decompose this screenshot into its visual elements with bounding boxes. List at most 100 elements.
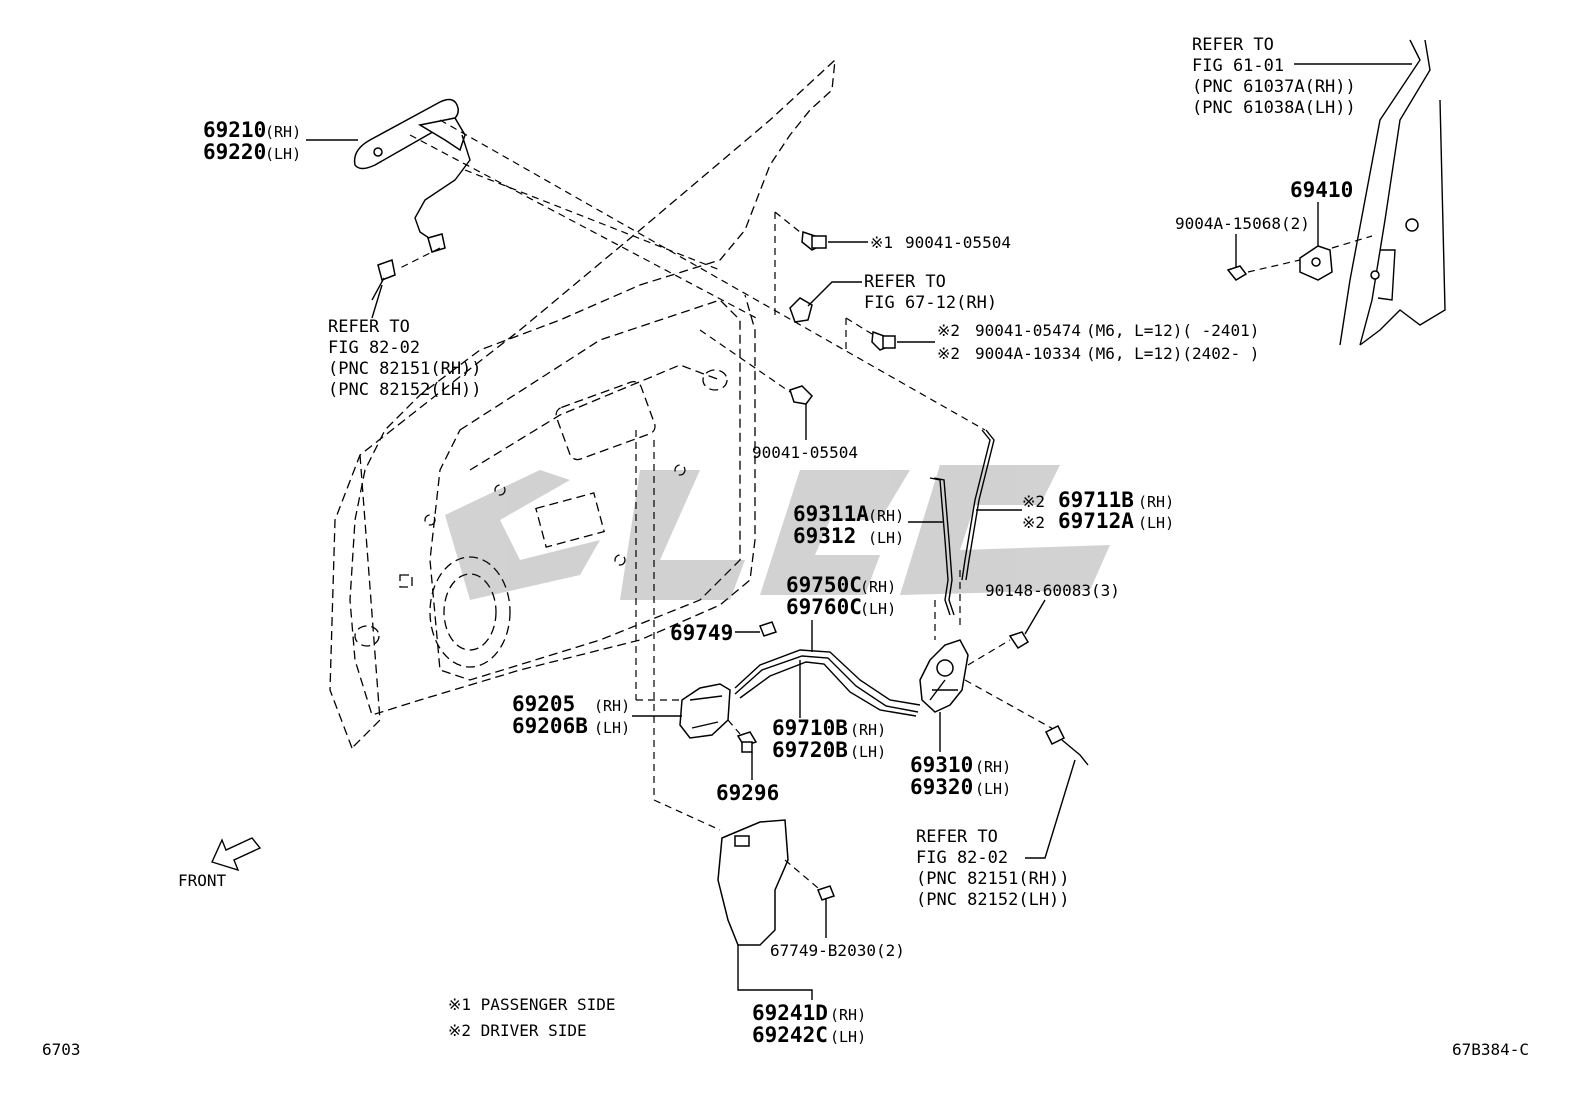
side-rh-suffix: (RH)	[975, 758, 1011, 776]
lower-connector-part	[1025, 724, 1089, 859]
side-lh-suffix: (LH)	[1138, 514, 1174, 532]
ref-line: FIG 61-01	[1192, 56, 1284, 76]
bolt-90041-05474	[871, 330, 935, 351]
screw-90148-part	[1008, 599, 1046, 650]
side-rh-suffix: (RH)	[860, 578, 896, 596]
note-mark: ※2	[937, 321, 960, 340]
cables-part	[734, 620, 921, 718]
part-number-69311a: 69311A	[793, 502, 869, 526]
part-number-69210: 69210	[203, 118, 266, 142]
part-number-69312: 69312	[793, 524, 856, 548]
part-number-69410: 69410	[1290, 178, 1353, 202]
screw-69296-part	[736, 731, 758, 780]
label-cover-69241: 69241D (RH) 69242C (LH)	[752, 1001, 866, 1047]
part-number-9004a-15068: 9004A-15068(2)	[1175, 214, 1310, 233]
ref-line: (PNC 82152(LH))	[328, 380, 482, 400]
part-number-67749-b2030: 67749-B2030(2)	[770, 941, 905, 960]
inner-handle-part	[632, 683, 731, 739]
ref-line: (PNC 82151(RH))	[328, 359, 482, 379]
label-bolt-90041-05474: ※2 90041-05474 (M6, L=12)( -2401)	[937, 321, 1259, 340]
side-lh-suffix: (LH)	[830, 1028, 866, 1046]
bolt-90041-05504-top	[801, 230, 868, 251]
label-rod-69711: ※2 69711B (RH) ※2 69712A (LH)	[1022, 488, 1174, 533]
ref-line: (PNC 61037A(RH))	[1192, 77, 1356, 97]
watermark-logo	[445, 465, 1110, 600]
bolt-90041-05504-mid	[789, 385, 813, 440]
part-number-69241d: 69241D	[752, 1001, 828, 1025]
note-mark: ※2	[937, 344, 960, 363]
label-inner-handle: 69205 (RH) 69206B (LH)	[512, 692, 630, 738]
side-rh-suffix: (RH)	[850, 721, 886, 739]
side-lh-suffix: (LH)	[265, 145, 301, 163]
part-number-9004a-10334: 9004A-10334	[975, 344, 1081, 363]
note-mark: ※2	[1022, 492, 1045, 511]
rod-69311	[908, 477, 955, 616]
side-rh-suffix: (RH)	[868, 507, 904, 525]
part-spec: (M6, L=12)( -2401)	[1086, 321, 1259, 340]
clip-69749-part	[735, 621, 777, 637]
part-number-69310: 69310	[910, 753, 973, 777]
part-number-69320: 69320	[910, 775, 973, 799]
part-number-90148-60083: 90148-60083(3)	[985, 581, 1120, 600]
ref-line: REFER TO	[864, 272, 946, 292]
bracket-ref-67-12	[789, 281, 862, 323]
note-mark: ※1	[870, 233, 893, 252]
label-bolt-90041-05504-top: ※1 90041-05504	[870, 233, 1011, 252]
door-panel-outline	[329, 58, 836, 749]
striker-bolt-part	[1226, 234, 1248, 281]
side-rh-suffix: (RH)	[265, 123, 301, 141]
label-lock-69310: 69310 (RH) 69320 (LH)	[910, 753, 1011, 799]
b-pillar-part	[1294, 39, 1446, 346]
ref-line: FIG 82-02	[916, 848, 1008, 868]
part-number-69749: 69749	[670, 621, 733, 645]
part-number-69242c: 69242C	[752, 1023, 828, 1047]
part-number-69750c: 69750C	[786, 573, 862, 597]
part-number-69205: 69205	[512, 692, 575, 716]
side-rh-suffix: (RH)	[1138, 493, 1174, 511]
protector-cover-part	[717, 819, 813, 1000]
label-cable-69710: 69710B (RH) 69720B (LH)	[772, 716, 886, 762]
part-number-69760c: 69760C	[786, 595, 862, 619]
part-number-69220: 69220	[203, 140, 266, 164]
side-lh-suffix: (LH)	[975, 780, 1011, 798]
door-lock-part	[919, 639, 969, 752]
legend: ※1 PASSENGER SIDE ※2 DRIVER SIDE	[448, 995, 616, 1040]
clip-67749-part	[817, 885, 835, 938]
side-lh-suffix: (LH)	[860, 600, 896, 618]
note-mark: ※2	[1022, 513, 1045, 532]
label-bolt-9004a-10334: ※2 9004A-10334 (M6, L=12)(2402- )	[937, 344, 1259, 363]
ref-line: REFER TO	[916, 827, 998, 847]
rod-69711	[961, 429, 1022, 581]
label-cable-69750: 69750C (RH) 69760C (LH)	[786, 573, 896, 619]
label-outer-handle: 69210 (RH) 69220 (LH)	[203, 118, 301, 164]
side-lh-suffix: (LH)	[850, 743, 886, 761]
part-number-69720b: 69720B	[772, 738, 848, 762]
front-arrow-icon	[211, 837, 262, 872]
label-ref-61-01: REFER TO FIG 61-01 (PNC 61037A(RH)) (PNC…	[1192, 35, 1356, 118]
ref-line: REFER TO	[1192, 35, 1274, 55]
label-ref-82-02-upper: REFER TO FIG 82-02 (PNC 82151(RH)) (PNC …	[328, 317, 482, 400]
part-number-69711b: 69711B	[1058, 488, 1134, 512]
part-number-69296: 69296	[716, 781, 779, 805]
ref-line: REFER TO	[328, 317, 410, 337]
part-spec: (M6, L=12)(2402- )	[1086, 344, 1259, 363]
side-lh-suffix: (LH)	[594, 719, 630, 737]
ref-line: (PNC 61038A(LH))	[1192, 98, 1356, 118]
label-ref-67-12: REFER TO FIG 67-12(RH)	[864, 272, 997, 313]
part-number-69712a: 69712A	[1058, 509, 1134, 533]
ref-line: (PNC 82152(LH))	[916, 890, 1070, 910]
side-rh-suffix: (RH)	[594, 697, 630, 715]
label-ref-82-02-lower: REFER TO FIG 82-02 (PNC 82151(RH)) (PNC …	[916, 827, 1070, 910]
part-number-90041-05504-mid: 90041-05504	[752, 443, 858, 462]
part-number-90041-05504: 90041-05504	[905, 233, 1011, 252]
part-number-90041-05474: 90041-05474	[975, 321, 1081, 340]
label-rod-69311: 69311A (RH) 69312 (LH)	[793, 502, 904, 548]
legend-driver-side: ※2 DRIVER SIDE	[448, 1021, 587, 1040]
part-number-69206b: 69206B	[512, 714, 588, 738]
part-number-69710b: 69710B	[772, 716, 848, 740]
ref-line: FIG 67-12(RH)	[864, 293, 997, 313]
figure-number: 6703	[42, 1040, 81, 1059]
front-label: FRONT	[178, 871, 227, 890]
striker-part	[1299, 202, 1333, 281]
